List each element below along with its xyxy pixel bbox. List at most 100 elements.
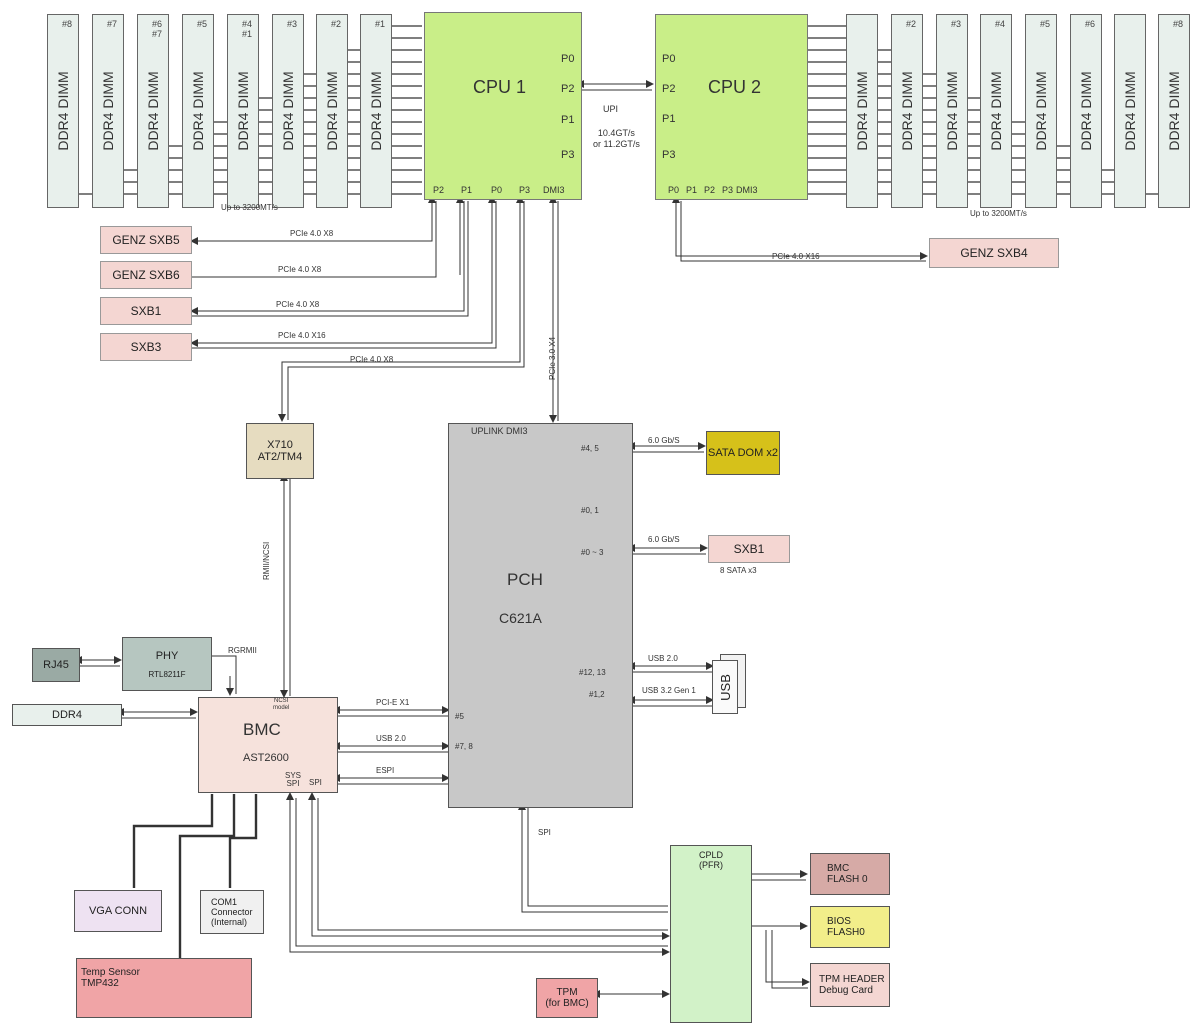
bmc-model: AST2600: [243, 752, 289, 764]
pch-port-7-8: #7, 8: [455, 742, 473, 751]
bmc-title: BMC: [243, 720, 281, 739]
tpm-line2: (for BMC): [545, 998, 589, 1009]
bmc-flash-line2: FLASH 0: [827, 874, 868, 885]
bios-flash-line1: BIOS: [827, 916, 851, 927]
dimm-label: DDR4 DIMM: [944, 71, 960, 151]
upi-speed: 10.4GT/s or 11.2GT/s: [593, 128, 640, 149]
bmc-flash-line1: BMC: [827, 863, 850, 874]
tpm-header-line2: Debug Card: [819, 985, 873, 996]
bmc-ddr4: DDR4: [12, 704, 122, 726]
dimm-index: #3: [951, 19, 962, 29]
pch-port-12-13: #12, 13: [579, 668, 606, 677]
dimm-index: #4 #1: [242, 19, 253, 39]
dimm-index: #5: [1040, 19, 1051, 29]
cpu2-port-p3: P3: [662, 149, 676, 161]
cpld-block: CPLD (PFR): [670, 845, 752, 1023]
cpu2-bottom-p0: P0: [668, 185, 680, 195]
pcie-link-sxb4: PCIe 4.0 X16: [772, 252, 820, 261]
rgmii-label: RGRMII: [228, 646, 257, 655]
dimm-index: #6: [1085, 19, 1096, 29]
pch-uplink: UPLINK DMI3: [471, 426, 528, 436]
cpu1-title: CPU 1: [473, 77, 527, 97]
sxb1-left: SXB1: [100, 297, 192, 325]
sxb1-right-speed: 6.0 Gb/S: [648, 535, 680, 544]
cpu1-bottom-p3: P3: [519, 185, 531, 195]
pch-port-4-5: #4, 5: [581, 444, 599, 453]
upi-label: UPI: [603, 104, 619, 114]
bmc-flash: BMC FLASH 0: [810, 853, 890, 895]
dimm-label: DDR4 DIMM: [368, 71, 384, 151]
temp-line1: Temp Sensor: [81, 967, 140, 978]
cpu2-block: CPU 2 P0 P2 P1 P3 P0 P1 P2 P3 DMI3: [655, 14, 808, 200]
dimm-speed-right: Up to 3200MT/s: [970, 209, 1027, 218]
cpu1-port-p0: P0: [561, 53, 575, 65]
temp-line2: TMP432: [81, 978, 119, 989]
tpm-line1: TPM: [556, 987, 578, 998]
tpm-header: TPM HEADER Debug Card: [810, 963, 890, 1007]
bmc-sys-spi: SYS SPI: [285, 771, 302, 788]
dimm-label: DDR4 DIMM: [235, 71, 251, 151]
sxb1-right-note: 8 SATA x3: [720, 566, 757, 575]
cpu2-bottom-p2: P2: [704, 185, 716, 195]
ncsi-vertical-label: RMII/NCSI: [262, 541, 271, 580]
dimm-label: DDR4 DIMM: [854, 71, 870, 151]
dimm-label: DDR4 DIMM: [190, 71, 206, 151]
dimm-slot: DDR4 DIMM: [1114, 14, 1146, 208]
cpu1-block: CPU 1 P0 P2 P1 P3 P2 P1 P0 P3 DMI3: [424, 12, 582, 200]
pch-block: UPLINK DMI3 PCH C621A #4, 5 #0, 1 #0 ~ 3…: [448, 423, 633, 808]
com1-connector: COM1 Connector (Internal): [200, 890, 264, 934]
dimm-slot: DDR4 DIMM: [846, 14, 878, 208]
phy-name: PHY: [155, 649, 179, 662]
dimm-label: DDR4 DIMM: [55, 71, 71, 151]
dimm-label: DDR4 DIMM: [145, 71, 161, 151]
dimm-slot: #4 #1 DDR4 DIMM: [227, 14, 259, 208]
tpm-bmc: TPM (for BMC): [536, 978, 598, 1018]
cpu1-bottom-p0: P0: [491, 185, 503, 195]
genz-sxb6: GENZ SXB6: [100, 261, 192, 289]
bios-flash-line2: FLASH0: [827, 927, 865, 938]
sxb3: SXB3: [100, 333, 192, 361]
cpu1-port-p2: P2: [561, 83, 575, 95]
pcie-link-x710: PCIe 4.0 X8: [350, 355, 394, 364]
phy-model: RTL8211F: [148, 669, 186, 679]
tpm-header-line1: TPM HEADER: [819, 974, 885, 985]
bmc-spi: SPI: [309, 778, 322, 787]
cpld-line2: (PFR): [699, 860, 723, 870]
bmc-block: BMC AST2600 NCSI model SYS SPI SPI: [198, 697, 338, 793]
sxb1-right: SXB1: [708, 535, 790, 563]
cpu2-port-p2: P2: [662, 83, 676, 95]
x710-line2: AT2/TM4: [257, 451, 303, 463]
dimm-index: #1: [375, 19, 386, 29]
com1-line1: COM1: [211, 897, 238, 907]
dimm-label: DDR4 DIMM: [1033, 71, 1049, 151]
usb-link2: USB 3.2 Gen 1: [642, 686, 696, 695]
usb-label: USB: [717, 673, 733, 701]
pch-spi-label: SPI: [538, 828, 551, 837]
dimm-index: #2: [331, 19, 342, 29]
genz-sxb4: GENZ SXB4: [929, 238, 1059, 268]
usb-link1: USB 2.0: [648, 654, 678, 663]
x710-line1: X710: [267, 439, 293, 451]
pcie-link-sxb1: PCIe 4.0 X8: [276, 300, 320, 309]
com1-line2: Connector: [211, 907, 253, 917]
pch-port-0-1: #0, 1: [581, 506, 599, 515]
dimm-index: #5: [197, 19, 208, 29]
bmc-link-espi: ESPI: [376, 766, 395, 775]
cpu1-bottom-dmi3: DMI3: [543, 185, 565, 195]
dimm-label: DDR4 DIMM: [280, 71, 296, 151]
vga-conn: VGA CONN: [74, 890, 162, 932]
sata-dom: SATA DOM x2: [706, 431, 780, 475]
pch-title: PCH: [507, 570, 543, 589]
cpu1-bottom-p2: P2: [433, 185, 445, 195]
temp-sensor: Temp Sensor TMP432: [76, 958, 252, 1018]
bmc-link-pcie: PCI-E X1: [376, 698, 410, 707]
usb-port: USB: [712, 660, 738, 714]
